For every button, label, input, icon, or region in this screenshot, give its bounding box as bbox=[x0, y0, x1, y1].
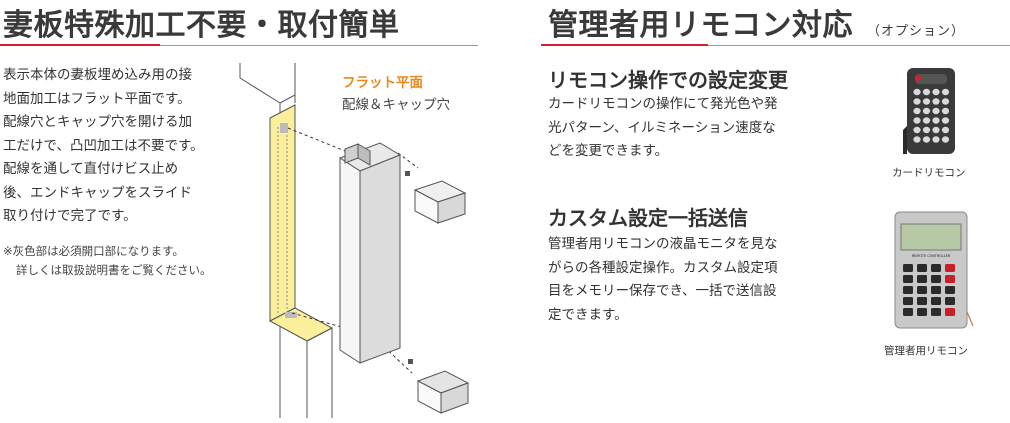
admin-remote-key bbox=[903, 275, 913, 283]
admin-remote-key bbox=[903, 308, 913, 316]
installation-diagram bbox=[239, 63, 470, 418]
admin-remote-key bbox=[917, 264, 927, 272]
card-remote-key bbox=[922, 107, 931, 115]
admin-remote-label: REMOTE CONTROLLER bbox=[912, 254, 951, 258]
section-line: 定できます。 bbox=[548, 306, 628, 323]
card-remote-key bbox=[932, 136, 940, 143]
callout-flat-surface: フラット平面 bbox=[342, 75, 423, 91]
bottom-end-cap bbox=[416, 370, 470, 414]
card-remote-caption: カードリモコン bbox=[892, 167, 966, 179]
card-remote-key bbox=[913, 117, 921, 124]
admin-remote-key bbox=[903, 286, 913, 294]
admin-remote-image: REMOTE CONTROLLER bbox=[894, 211, 974, 329]
card-remote-key bbox=[941, 98, 950, 105]
admin-remote-key bbox=[931, 264, 941, 272]
section-line: 管理者用リモコンの液晶モニタを見な bbox=[548, 236, 778, 252]
card-remote-key bbox=[922, 117, 931, 124]
admin-remote-key bbox=[917, 275, 927, 283]
admin-remote-key bbox=[903, 297, 913, 305]
left-body-line: 表示本体の妻板埋め込み用の接 bbox=[3, 67, 192, 83]
flat-surface-highlight bbox=[268, 104, 334, 342]
display-body bbox=[338, 142, 402, 364]
section-line: カードリモコンの操作にて発光色や発 bbox=[548, 96, 778, 112]
left-body-line: 取り付けで完了です。 bbox=[3, 208, 137, 224]
left-note: ※灰色部は必須開口部になります。 詳しくは取扱説明書をご覧ください。 bbox=[3, 242, 243, 280]
admin-remote-key bbox=[931, 308, 941, 316]
admin-remote-key bbox=[945, 264, 955, 272]
admin-remote-key bbox=[917, 297, 927, 305]
card-remote-key bbox=[922, 88, 931, 96]
left-heading-rule bbox=[0, 44, 478, 46]
admin-remote-caption: 管理者用リモコン bbox=[884, 345, 968, 357]
section-title-remote-setting: リモコン操作での設定変更 bbox=[548, 68, 788, 92]
right-heading-rule bbox=[541, 44, 1010, 46]
card-remote-key bbox=[913, 98, 921, 105]
section-line: 目をメモリー保存でき、一括で送信設 bbox=[548, 283, 777, 299]
left-body-line: 地面加工はフラット平面です。 bbox=[3, 90, 191, 107]
card-remote-key bbox=[932, 126, 940, 134]
card-remote-key bbox=[941, 136, 950, 143]
section-line: がらの各種設定操作。カスタム設定項 bbox=[548, 259, 778, 276]
note-line: 詳しくは取扱説明書をご覧ください。 bbox=[16, 263, 212, 277]
section-title-custom-batch: カスタム設定一括送信 bbox=[548, 206, 748, 230]
card-remote-key bbox=[941, 107, 950, 115]
card-remote-key bbox=[941, 88, 950, 96]
section-line: 光パターン、イルミネーション速度な bbox=[548, 119, 776, 136]
card-remote-key bbox=[922, 98, 931, 105]
card-remote-key bbox=[913, 88, 921, 96]
left-body-line: 工だけで、凸凹加工は不要です。 bbox=[3, 137, 204, 154]
screws bbox=[405, 171, 413, 364]
left-body-line: 配線を通して直付けビス止め bbox=[3, 161, 179, 177]
admin-remote-key bbox=[945, 286, 955, 294]
section-body-custom-batch: 管理者用リモコンの液晶モニタを見な がらの各種設定操作。カスタム設定項 目をメモ… bbox=[548, 233, 878, 327]
note-line: ※灰色部は必須開口部になります。 bbox=[3, 244, 184, 258]
admin-remote-key bbox=[931, 286, 941, 294]
card-remote-key bbox=[913, 107, 921, 115]
left-body: 表示本体の妻板埋め込み用の接 地面加工はフラット平面です。 配線穴とキャップ穴を… bbox=[3, 64, 243, 229]
lower-wall bbox=[306, 327, 333, 418]
card-remote-key bbox=[922, 136, 931, 143]
admin-remote-key bbox=[903, 264, 913, 272]
right-heading-title: 管理者用リモコン対応 bbox=[548, 8, 853, 43]
left-body-line: 後、エンドキャップをスライド bbox=[3, 184, 192, 201]
card-remote-key bbox=[941, 117, 950, 124]
card-remote-image bbox=[903, 68, 955, 154]
card-remote-key bbox=[932, 98, 940, 105]
card-remote-key bbox=[941, 126, 950, 134]
admin-remote-key bbox=[945, 275, 955, 283]
card-remote-key bbox=[913, 136, 921, 143]
right-heading: 管理者用リモコン対応 （オプション） bbox=[548, 0, 965, 44]
card-remote-key bbox=[932, 107, 940, 115]
admin-remote-key bbox=[931, 297, 941, 305]
card-remote-key bbox=[932, 117, 940, 124]
card-remote-key bbox=[932, 88, 940, 96]
top-end-cap bbox=[413, 180, 467, 224]
section-body-remote-setting: カードリモコンの操作にて発光色や発 光パターン、イルミネーション速度な どを変更… bbox=[548, 93, 878, 164]
left-heading: 妻板特殊加工不要・取付簡単 bbox=[3, 8, 400, 43]
admin-remote-key bbox=[945, 308, 955, 316]
right-heading-sub: （オプション） bbox=[867, 24, 966, 39]
admin-remote-key bbox=[917, 286, 927, 294]
section-line: どを変更できます。 bbox=[548, 143, 669, 159]
card-remote-key bbox=[913, 126, 921, 134]
left-body-line: 配線穴とキャップ穴を開ける加 bbox=[3, 114, 192, 130]
callout-wiring-holes: 配線＆キャップ穴 bbox=[342, 97, 450, 113]
card-remote-key bbox=[922, 126, 931, 134]
admin-remote-key bbox=[931, 275, 941, 283]
admin-remote-key bbox=[945, 297, 955, 305]
admin-remote-key bbox=[917, 308, 927, 316]
